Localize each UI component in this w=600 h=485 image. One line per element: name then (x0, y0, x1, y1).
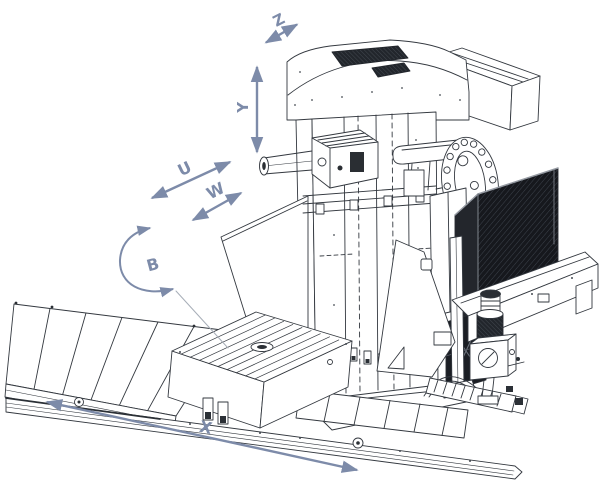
x-axis-annotation: X (45, 399, 359, 473)
b-axis-leader-line (175, 290, 229, 349)
w-axis-annotation: W (191, 178, 243, 222)
b-axis-label: B (145, 254, 162, 276)
u-axis-label: U (175, 157, 195, 180)
headstock (259, 129, 379, 189)
w-axis-label: W (203, 178, 228, 203)
u-axis-arrow (150, 160, 232, 200)
b-axis-annotation: B (118, 225, 175, 298)
z-axis-annotation: Z (264, 9, 299, 44)
z-axis-arrow (264, 23, 299, 44)
crown-rivets (294, 71, 461, 106)
x-axis-label: X (198, 417, 215, 438)
boring-spindle-ram (259, 150, 313, 176)
w-axis-arrow (191, 191, 243, 222)
y-axis-label: Y (234, 101, 252, 114)
b-axis-rotation-arrow (118, 225, 175, 298)
axis-annotations: Z Y U W B X (45, 9, 359, 473)
x-axis-arrow (45, 399, 359, 473)
column-crown (286, 39, 541, 131)
y-axis-annotation: Y (234, 65, 264, 154)
z-slide-shield (376, 239, 456, 378)
table-drive-unit (469, 289, 525, 405)
z-axis-label: Z (270, 9, 288, 30)
